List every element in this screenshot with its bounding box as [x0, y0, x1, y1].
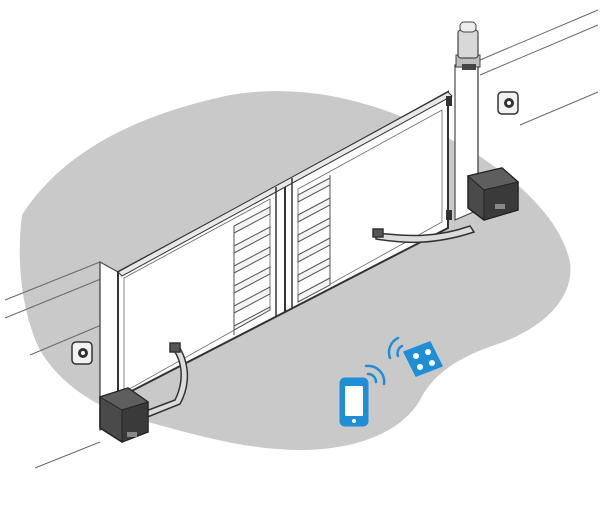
warning-flashing-light [455, 21, 481, 70]
right-wall [479, 9, 599, 126]
gate-slats-right [297, 175, 331, 303]
gate-motor-left [98, 387, 150, 443]
photocell-left [71, 341, 93, 365]
gate-motor-right [466, 167, 520, 221]
motor-arm-right [372, 225, 476, 244]
remote-control [387, 336, 443, 377]
remote-signal-icon [387, 336, 404, 360]
motor-arm-left [137, 342, 189, 421]
photocell-right [497, 91, 519, 115]
swing-gate-double-leaf [117, 90, 453, 400]
smartphone [339, 364, 386, 427]
wifi-signal-icon [364, 364, 386, 386]
gate-slats-left [233, 206, 271, 335]
